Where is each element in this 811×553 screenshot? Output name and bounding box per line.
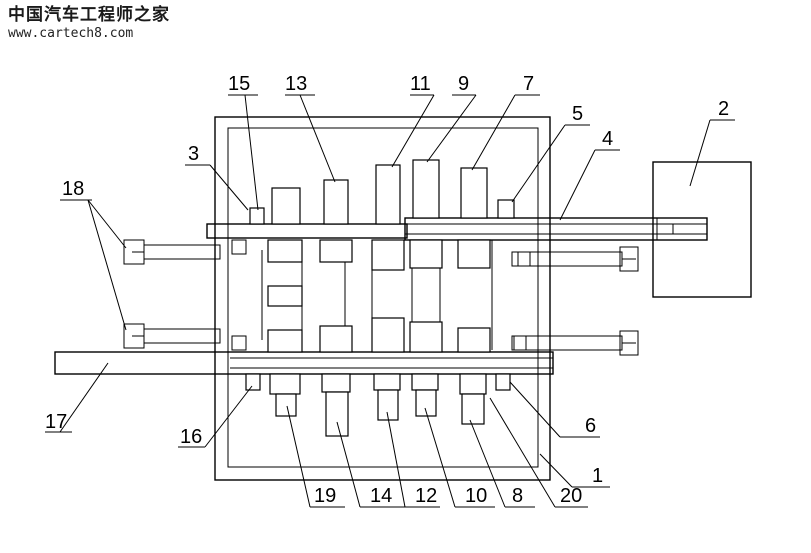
- label-5: 5: [572, 103, 583, 125]
- right-actuators: [511, 246, 639, 356]
- left-actuators: [123, 239, 247, 351]
- label-16: 16: [180, 426, 202, 448]
- middle-gears: [267, 239, 491, 353]
- motor-box: [652, 161, 752, 298]
- watermark-url: www.cartech8.com: [8, 26, 134, 41]
- label-9: 9: [458, 73, 469, 95]
- label-18: 18: [62, 178, 84, 200]
- label-11: 11: [410, 73, 431, 95]
- leader-lines: [45, 94, 735, 508]
- label-19: 19: [314, 485, 336, 507]
- lower-shaft: [54, 351, 554, 375]
- upper-output-shaft: [404, 217, 708, 241]
- label-14: 14: [370, 485, 392, 507]
- label-3: 3: [188, 143, 199, 165]
- upper-gears: [249, 159, 515, 225]
- label-7: 7: [523, 73, 534, 95]
- label-8: 8: [512, 485, 523, 507]
- lower-gears: [245, 373, 511, 437]
- label-20: 20: [560, 485, 582, 507]
- label-13: 13: [285, 73, 307, 95]
- label-17: 17: [45, 411, 67, 433]
- label-4: 4: [602, 128, 613, 150]
- label-12: 12: [415, 485, 437, 507]
- housing: [214, 116, 551, 481]
- upper-input-shaft: [206, 223, 408, 239]
- watermark-title: 中国汽车工程师之家: [8, 5, 170, 25]
- label-15: 15: [228, 73, 250, 95]
- label-2: 2: [718, 98, 729, 120]
- label-6: 6: [585, 415, 596, 437]
- watermark: 中国汽车工程师之家 www.cartech8.com: [8, 4, 170, 42]
- label-1: 1: [592, 465, 603, 487]
- label-10: 10: [465, 485, 487, 507]
